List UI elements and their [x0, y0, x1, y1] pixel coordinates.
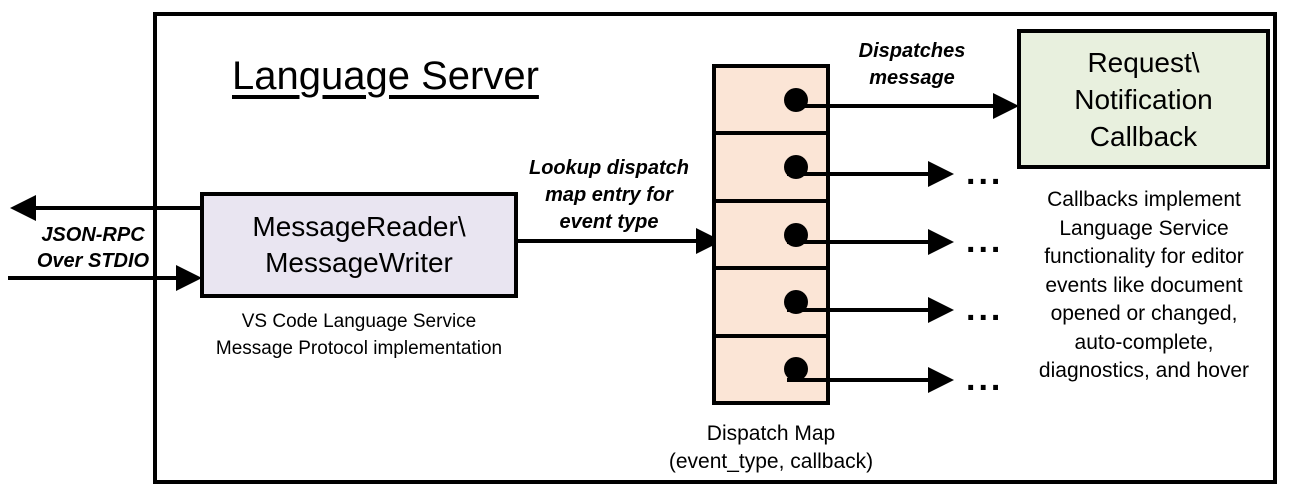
arrow-right-icon [928, 229, 954, 255]
callback-box-text: Request\ Notification Callback [1074, 44, 1213, 155]
json-rpc-label-line2: Over STDIO [36, 250, 150, 272]
callback-caption-line5: opened or changed, [1050, 302, 1238, 325]
message-caption-line1: VS Code Language Service [241, 311, 477, 332]
callback-caption-line2: Language Service [1059, 216, 1229, 240]
callback-caption-line6: auto-complete, [1074, 330, 1214, 354]
request-notification-callback-box[interactable]: Request\ Notification Callback [1017, 29, 1270, 169]
arrow-right-icon [928, 161, 954, 187]
message-reader-writer-box[interactable]: MessageReader\ MessageWriter [200, 192, 518, 298]
callback-box-caption: Callbacks implement Language Service fun… [1010, 186, 1278, 386]
dispatch-row2-line [787, 172, 943, 176]
json-rpc-label: JSON-RPC Over STDIO [18, 222, 168, 274]
dispatch-row4-line [787, 308, 943, 312]
table-row[interactable] [716, 203, 826, 271]
dispatch-caption-line2: (event_type, callback) [668, 450, 874, 473]
lookup-label-line1: Lookup dispatch [529, 157, 689, 179]
json-rpc-label-line1: JSON-RPC [41, 224, 145, 246]
dispatch-row3-line [787, 240, 943, 244]
callback-line3: Callback [1089, 120, 1198, 152]
lookup-dispatch-line [518, 239, 700, 243]
dispatches-label-line2: message [869, 67, 955, 89]
dispatch-map-caption: Dispatch Map (event_type, callback) [665, 420, 877, 476]
callback-caption-line7: diagnostics, and hover [1038, 359, 1250, 382]
arrow-left-icon [10, 195, 36, 221]
arrow-right-icon [928, 297, 954, 323]
callback-line2: Notification [1074, 83, 1213, 115]
row3-continuation-marker: ... [966, 222, 1004, 260]
dispatch-map-table[interactable] [712, 64, 830, 405]
incoming-rpc-line [8, 276, 180, 280]
dispatch-callback-line [787, 104, 1011, 108]
dispatches-message-label: Dispatches message [838, 38, 986, 92]
lookup-dispatch-label: Lookup dispatch map entry for event type [518, 155, 700, 236]
message-caption-line2: Message Protocol implementation [215, 338, 503, 359]
row5-continuation-marker: ... [966, 360, 1004, 398]
callback-caption-line1: Callbacks implement [1047, 188, 1241, 211]
table-row[interactable] [716, 68, 826, 136]
table-row[interactable] [716, 270, 826, 338]
dispatch-row5-line [787, 378, 943, 382]
arrow-right-icon [928, 367, 954, 393]
message-reader-writer-caption: VS Code Language Service Message Protoco… [196, 308, 522, 362]
message-writer-line: MessageWriter [265, 247, 453, 278]
entry-dot-icon [784, 357, 808, 382]
dispatch-caption-line1: Dispatch Map [706, 422, 836, 445]
arrow-right-icon [176, 265, 202, 291]
dispatches-label-line1: Dispatches [858, 40, 966, 62]
entry-dot-icon [784, 87, 808, 112]
row2-continuation-marker: ... [966, 154, 1004, 192]
arrow-right-icon [993, 93, 1019, 119]
callback-caption-line3: functionality for editor [1044, 245, 1244, 268]
table-row[interactable] [716, 135, 826, 203]
callback-line1: Request\ [1087, 46, 1200, 78]
callback-caption-line4: events like document [1045, 273, 1243, 297]
outgoing-rpc-line [36, 206, 206, 210]
table-row[interactable] [716, 338, 826, 401]
language-server-container [153, 12, 1277, 484]
message-reader-writer-text: MessageReader\ MessageWriter [252, 209, 465, 281]
message-reader-line: MessageReader\ [252, 211, 466, 242]
page-title: Language Server [232, 54, 539, 98]
row4-continuation-marker: ... [966, 290, 1004, 328]
lookup-label-line2: map entry for [545, 184, 673, 206]
lookup-label-line3: event type [559, 211, 659, 233]
